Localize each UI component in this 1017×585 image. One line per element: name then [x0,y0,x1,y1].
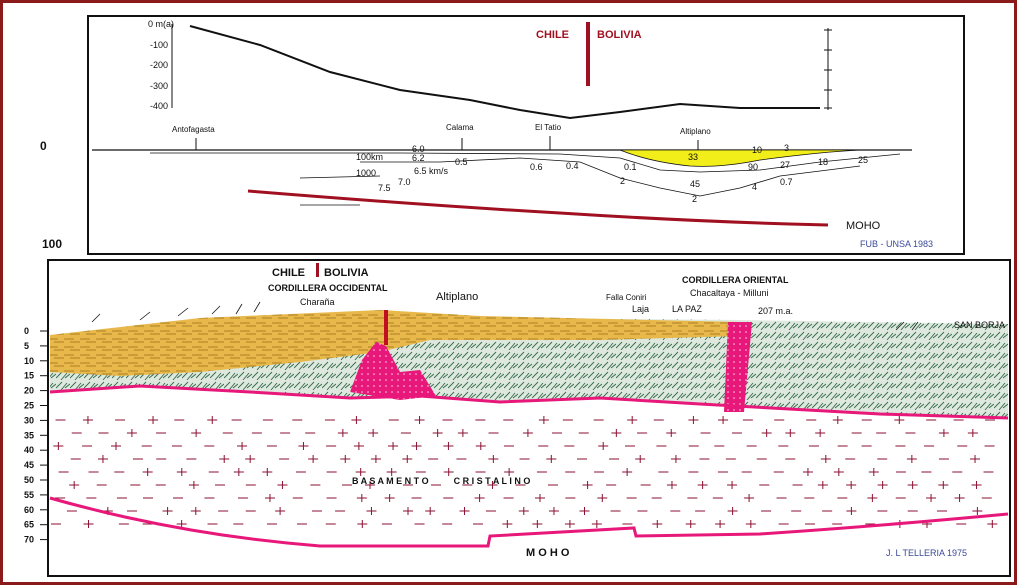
bottom-panel-frame [48,260,1010,576]
vel-4: 4 [752,182,757,192]
depth-tick-10: 10 [24,356,34,366]
place-antofagasta: Antofagasta [172,125,215,134]
top-panel: 0 m(a) -100 -200 -300 -400 CHILE BOLIVIA… [88,16,964,254]
depth-tick-35: 35 [24,430,34,440]
depth-tick-25: 25 [24,401,34,411]
vel-7-5: 7.5 [378,183,391,193]
vel-2-a: 2 [620,176,625,186]
vel-18: 18 [818,157,828,167]
label-san-borja: SAN BORJA [954,320,1005,330]
depth-tick-45: 45 [24,460,34,470]
vel-33: 33 [688,152,698,162]
elev-tick-200: -200 [150,60,168,70]
bottom-credit: J. L TELLERIA 1975 [886,548,967,558]
label-altiplano: Altiplano [436,291,478,303]
elev-tick-0: 0 m(a) [148,19,174,29]
depth-tick-5: 5 [24,341,29,351]
vel-90: 90 [748,162,758,172]
place-altiplano: Altiplano [680,127,711,136]
vel-2-b: 2 [692,194,697,204]
bottom-label-bolivia: BOLIVIA [324,267,369,279]
vel-1000: 1000 [356,168,376,178]
top-label-chile: CHILE [536,29,569,41]
vel-10: 10 [752,145,762,155]
depth-tick-40: 40 [24,445,34,455]
depth-tick-0: 0 [24,326,29,336]
place-calama: Calama [446,123,474,132]
label-207-ma: 207 m.a. [758,306,793,316]
depth-tick-60: 60 [24,505,34,515]
vel-100km: 100km [356,152,383,162]
vel-27: 27 [780,160,790,170]
top-label-bolivia: BOLIVIA [597,29,642,41]
vel-0-7: 0.7 [780,177,793,187]
vel-25: 25 [858,155,868,165]
place-el-tatio: El Tatio [535,123,562,132]
label-chacaltaya: Chacaltaya - Milluni [690,288,769,298]
elev-tick-100: -100 [150,40,168,50]
vel-0-6: 0.6 [530,162,543,172]
label-la-paz: LA PAZ [672,304,702,314]
vel-0-4: 0.4 [566,161,579,171]
top-credit: FUB - UNSA 1983 [860,239,933,249]
elev-tick-400: -400 [150,101,168,111]
outer-depth-0: 0 [40,139,47,153]
depth-tick-20: 20 [24,386,34,396]
depth-tick-55: 55 [24,490,34,500]
depth-tick-70: 70 [24,535,34,545]
vel-3: 3 [784,143,789,153]
label-cordillera-occidental: CORDILLERA OCCIDENTAL [268,283,388,293]
bottom-border-tick [316,263,319,277]
bottom-moho-label: M O H O [526,547,570,559]
depth-tick-65: 65 [24,520,34,530]
vel-0-1: 0.1 [624,162,637,172]
vel-7-0: 7.0 [398,177,411,187]
bottom-label-chile: CHILE [272,267,305,279]
bottom-panel: CHILE BOLIVIA CORDILLERA OCCIDENTAL Char… [24,260,1010,576]
label-charana: Charaña [300,297,335,307]
label-falla-coniri: Falla Coniri [606,293,647,302]
elev-tick-300: -300 [150,81,168,91]
outer-depth-100: 100 [42,237,62,251]
label-laja: Laja [632,304,649,314]
label-basamento-cristalino: B A S A M E N T O C R I S T A L I N O [352,476,530,486]
depth-tick-50: 50 [24,475,34,485]
top-moho-label: MOHO [846,220,881,232]
vel-6-5: 6.5 km/s [414,166,449,176]
vel-45: 45 [690,179,700,189]
depth-tick-30: 30 [24,415,34,425]
label-cordillera-oriental: CORDILLERA ORIENTAL [682,275,789,285]
top-panel-frame [88,16,964,254]
depth-tick-15: 15 [24,371,34,381]
vel-0-5: 0.5 [455,157,468,167]
vel-6-2: 6.2 [412,153,425,163]
